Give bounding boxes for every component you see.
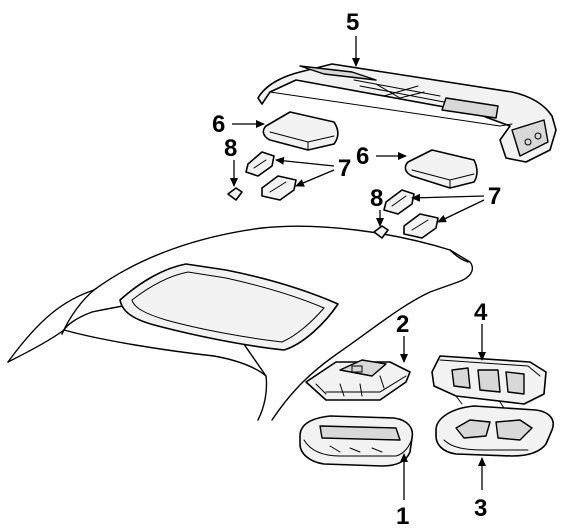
console-housing-icon	[431, 355, 547, 409]
bulb-icon	[373, 225, 389, 239]
callout-6-left: 6	[212, 111, 225, 138]
callout-7-left: 7	[338, 155, 351, 182]
callout-5: 5	[346, 9, 359, 36]
roof-console-frame-icon	[257, 63, 557, 163]
callout-3: 3	[474, 495, 487, 522]
callout-7-right: 7	[488, 183, 501, 210]
overhead-console-lamp-icon	[299, 415, 414, 467]
callout-8-right: 8	[370, 185, 383, 212]
callout-2: 2	[396, 311, 409, 338]
vehicle-roof-icon	[7, 225, 474, 421]
lamp-socket-icon	[245, 151, 275, 177]
dome-lamp-icon	[404, 149, 478, 189]
callout-4: 4	[474, 299, 488, 326]
lamp-socket-icon	[383, 189, 415, 215]
console-bracket-icon	[305, 359, 411, 401]
callout-6-right: 6	[356, 143, 369, 170]
lamp-socket-icon	[403, 213, 439, 239]
callout-1: 1	[396, 503, 409, 529]
dome-lamp-icon	[262, 111, 339, 151]
bulb-icon	[227, 187, 243, 201]
lamp-socket-icon	[261, 175, 297, 201]
sunroof-icon	[119, 263, 339, 351]
leader-lines	[230, 36, 486, 500]
callout-8-left: 8	[224, 135, 237, 162]
console-bezel-icon	[435, 405, 554, 457]
